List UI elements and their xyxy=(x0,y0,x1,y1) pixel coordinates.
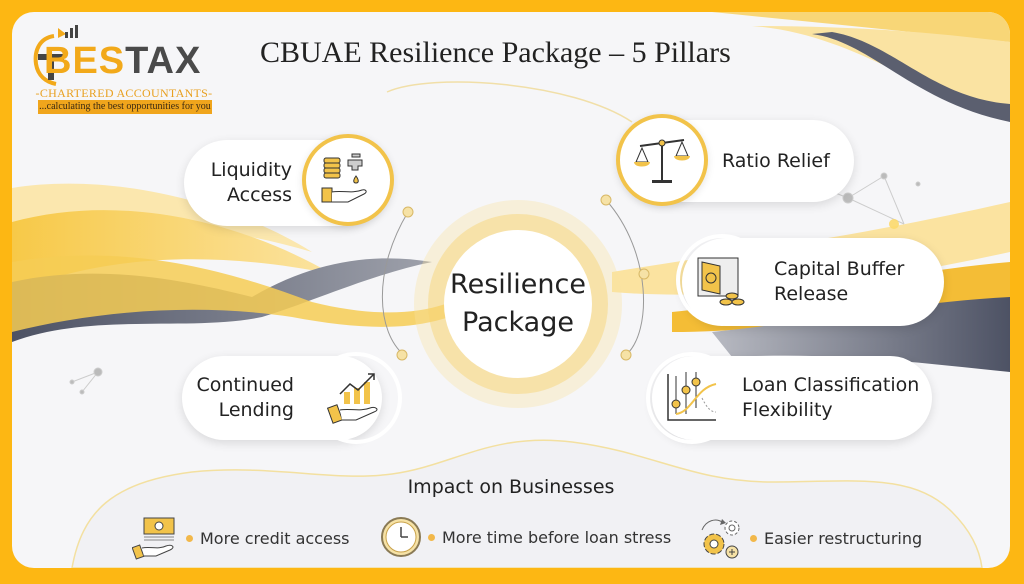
impact-item-easier-restructuring: Easier restructuring xyxy=(698,516,922,560)
logo-wordmark: BESTAX xyxy=(44,40,202,82)
bullet-dot xyxy=(186,534,193,542)
gears-icon xyxy=(701,519,740,559)
bullet-dot xyxy=(428,533,435,541)
balance-scale-icon xyxy=(616,114,708,206)
open-safe-coins-icon xyxy=(676,234,768,326)
slider-chart-icon xyxy=(646,352,738,444)
bestax-logo: BESTAX -CHARTERED ACCOUNTANTS- ...calcul… xyxy=(30,24,220,116)
impact-item-credit-access: More credit access xyxy=(132,516,350,560)
impact-title: Impact on Businesses xyxy=(407,476,615,498)
clock-icon xyxy=(381,517,421,557)
center-label: Resilience Package xyxy=(450,269,586,338)
infographic-frame: BESTAX -CHARTERED ACCOUNTANTS- ...calcul… xyxy=(12,12,1010,568)
cash-hand-icon xyxy=(132,517,175,560)
center-hub: Resilience Package xyxy=(444,230,592,378)
logo-mark-icon xyxy=(33,25,78,86)
impact-item-more-time: More time before loan stress xyxy=(380,516,671,558)
page-title: CBUAE Resilience Package – 5 Pillars xyxy=(260,36,731,69)
growth-chart-hand-icon xyxy=(310,352,402,444)
logo-tagline: ...calculating the best opportunities fo… xyxy=(38,100,212,114)
logo-subtitle: -CHARTERED ACCOUNTANTS- xyxy=(35,86,213,100)
bullet-dot xyxy=(750,534,757,542)
coins-tap-hand-icon xyxy=(302,134,394,226)
